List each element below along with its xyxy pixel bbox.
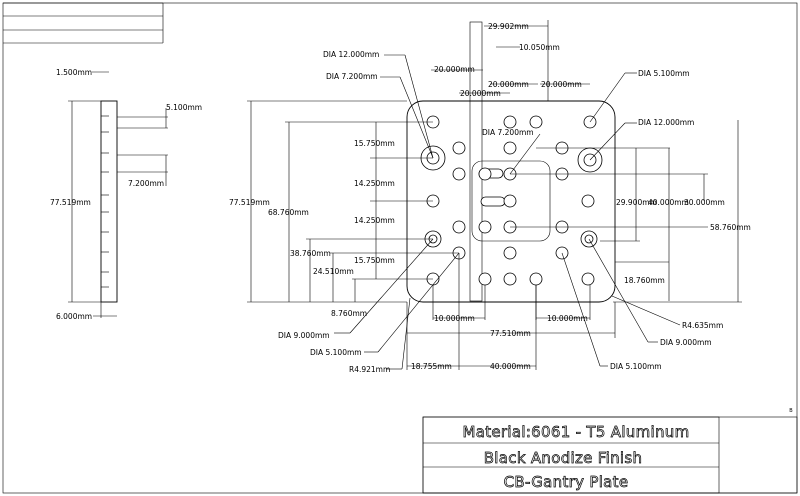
slot-lower (480, 196, 506, 207)
center-pocket (471, 160, 551, 242)
dim-r-300: 30.000mm (684, 198, 725, 207)
dim-height-245: 24.510mm (313, 267, 354, 276)
dim-20-mid-b: 20.000mm (541, 80, 582, 89)
callout-dia51-right: DIA 5.100mm (638, 69, 690, 78)
dim-b-10-left: 10.000mm (434, 314, 475, 323)
dim-v-1575-a: 15.750mm (354, 139, 395, 148)
dim-r-400: 40.000mm (648, 198, 689, 207)
part-name-label: CB-Gantry Plate (504, 473, 629, 491)
dim-top-inner: 10.050mm (519, 43, 560, 52)
front-view: 29.902mm 10.050mm 20.000mm 20.000mm 20.0… (229, 20, 751, 374)
callout-dia51-left: DIA 5.100mm (310, 348, 362, 357)
side-view: 1.500mm 5.100mm 7.200mm 77.519mm 6.000mm (50, 68, 202, 321)
dim-b-400: 40.000mm (490, 362, 531, 371)
callout-dia51-bottom: DIA 5.100mm (610, 362, 662, 371)
material-label: Material:6061 - T5 Aluminum (462, 423, 689, 441)
dim-v-1575-b: 15.750mm (354, 256, 395, 265)
dim-height-688: 68.760mm (268, 208, 309, 217)
dim-top-span: 29.902mm (488, 22, 529, 31)
corner-mark: B (789, 408, 793, 414)
callout-dia12-left: DIA 12.000mm (323, 50, 379, 59)
dim-b-10-right: 10.000mm (547, 314, 588, 323)
dim-r-187: 18.760mm (624, 276, 665, 285)
callout-dia72-center: DIA 7.200mm (482, 128, 534, 137)
hole-grid (426, 115, 595, 286)
dim-height-87: 8.760mm (331, 309, 367, 318)
dim-b-775: 77.510mm (490, 329, 531, 338)
title-block: Material:6061 - T5 Aluminum Black Anodiz… (422, 408, 798, 494)
side-slot-width-dim: 5.100mm (166, 103, 202, 112)
dim-r-299: 29.900mm (616, 198, 657, 207)
side-thickness-dim: 1.500mm (56, 68, 92, 77)
side-height-dim: 77.519mm (50, 198, 91, 207)
left-rail-line (469, 21, 483, 302)
revision-block (3, 2, 164, 44)
dim-20-left-b: 20.000mm (460, 89, 501, 98)
callout-dia9-right: DIA 9.000mm (660, 338, 712, 347)
dim-height-total: 77.519mm (229, 198, 270, 207)
dim-height-388: 38.760mm (290, 249, 331, 258)
side-slot-depth-dim: 7.200mm (128, 179, 164, 188)
dim-b-187: 18.755mm (411, 362, 452, 371)
side-view-profile (100, 100, 118, 303)
dim-20-mid-a: 20.000mm (488, 80, 529, 89)
dim-r-587: 58.760mm (710, 223, 751, 232)
dim-v-1425-b: 14.250mm (354, 216, 395, 225)
callout-r4921: R4.921mm (349, 365, 390, 374)
callout-dia9-left: DIA 9.000mm (278, 331, 330, 340)
plate-outline (406, 100, 616, 303)
callout-dia72-left: DIA 7.200mm (326, 72, 378, 81)
callout-dia12-right: DIA 12.000mm (638, 118, 694, 127)
finish-label: Black Anodize Finish (484, 449, 643, 467)
side-bottom-dim: 6.000mm (56, 312, 92, 321)
dim-v-1425-a: 14.250mm (354, 179, 395, 188)
dim-20-left-a: 20.000mm (434, 65, 475, 74)
callout-r4635: R4.635mm (682, 321, 723, 330)
